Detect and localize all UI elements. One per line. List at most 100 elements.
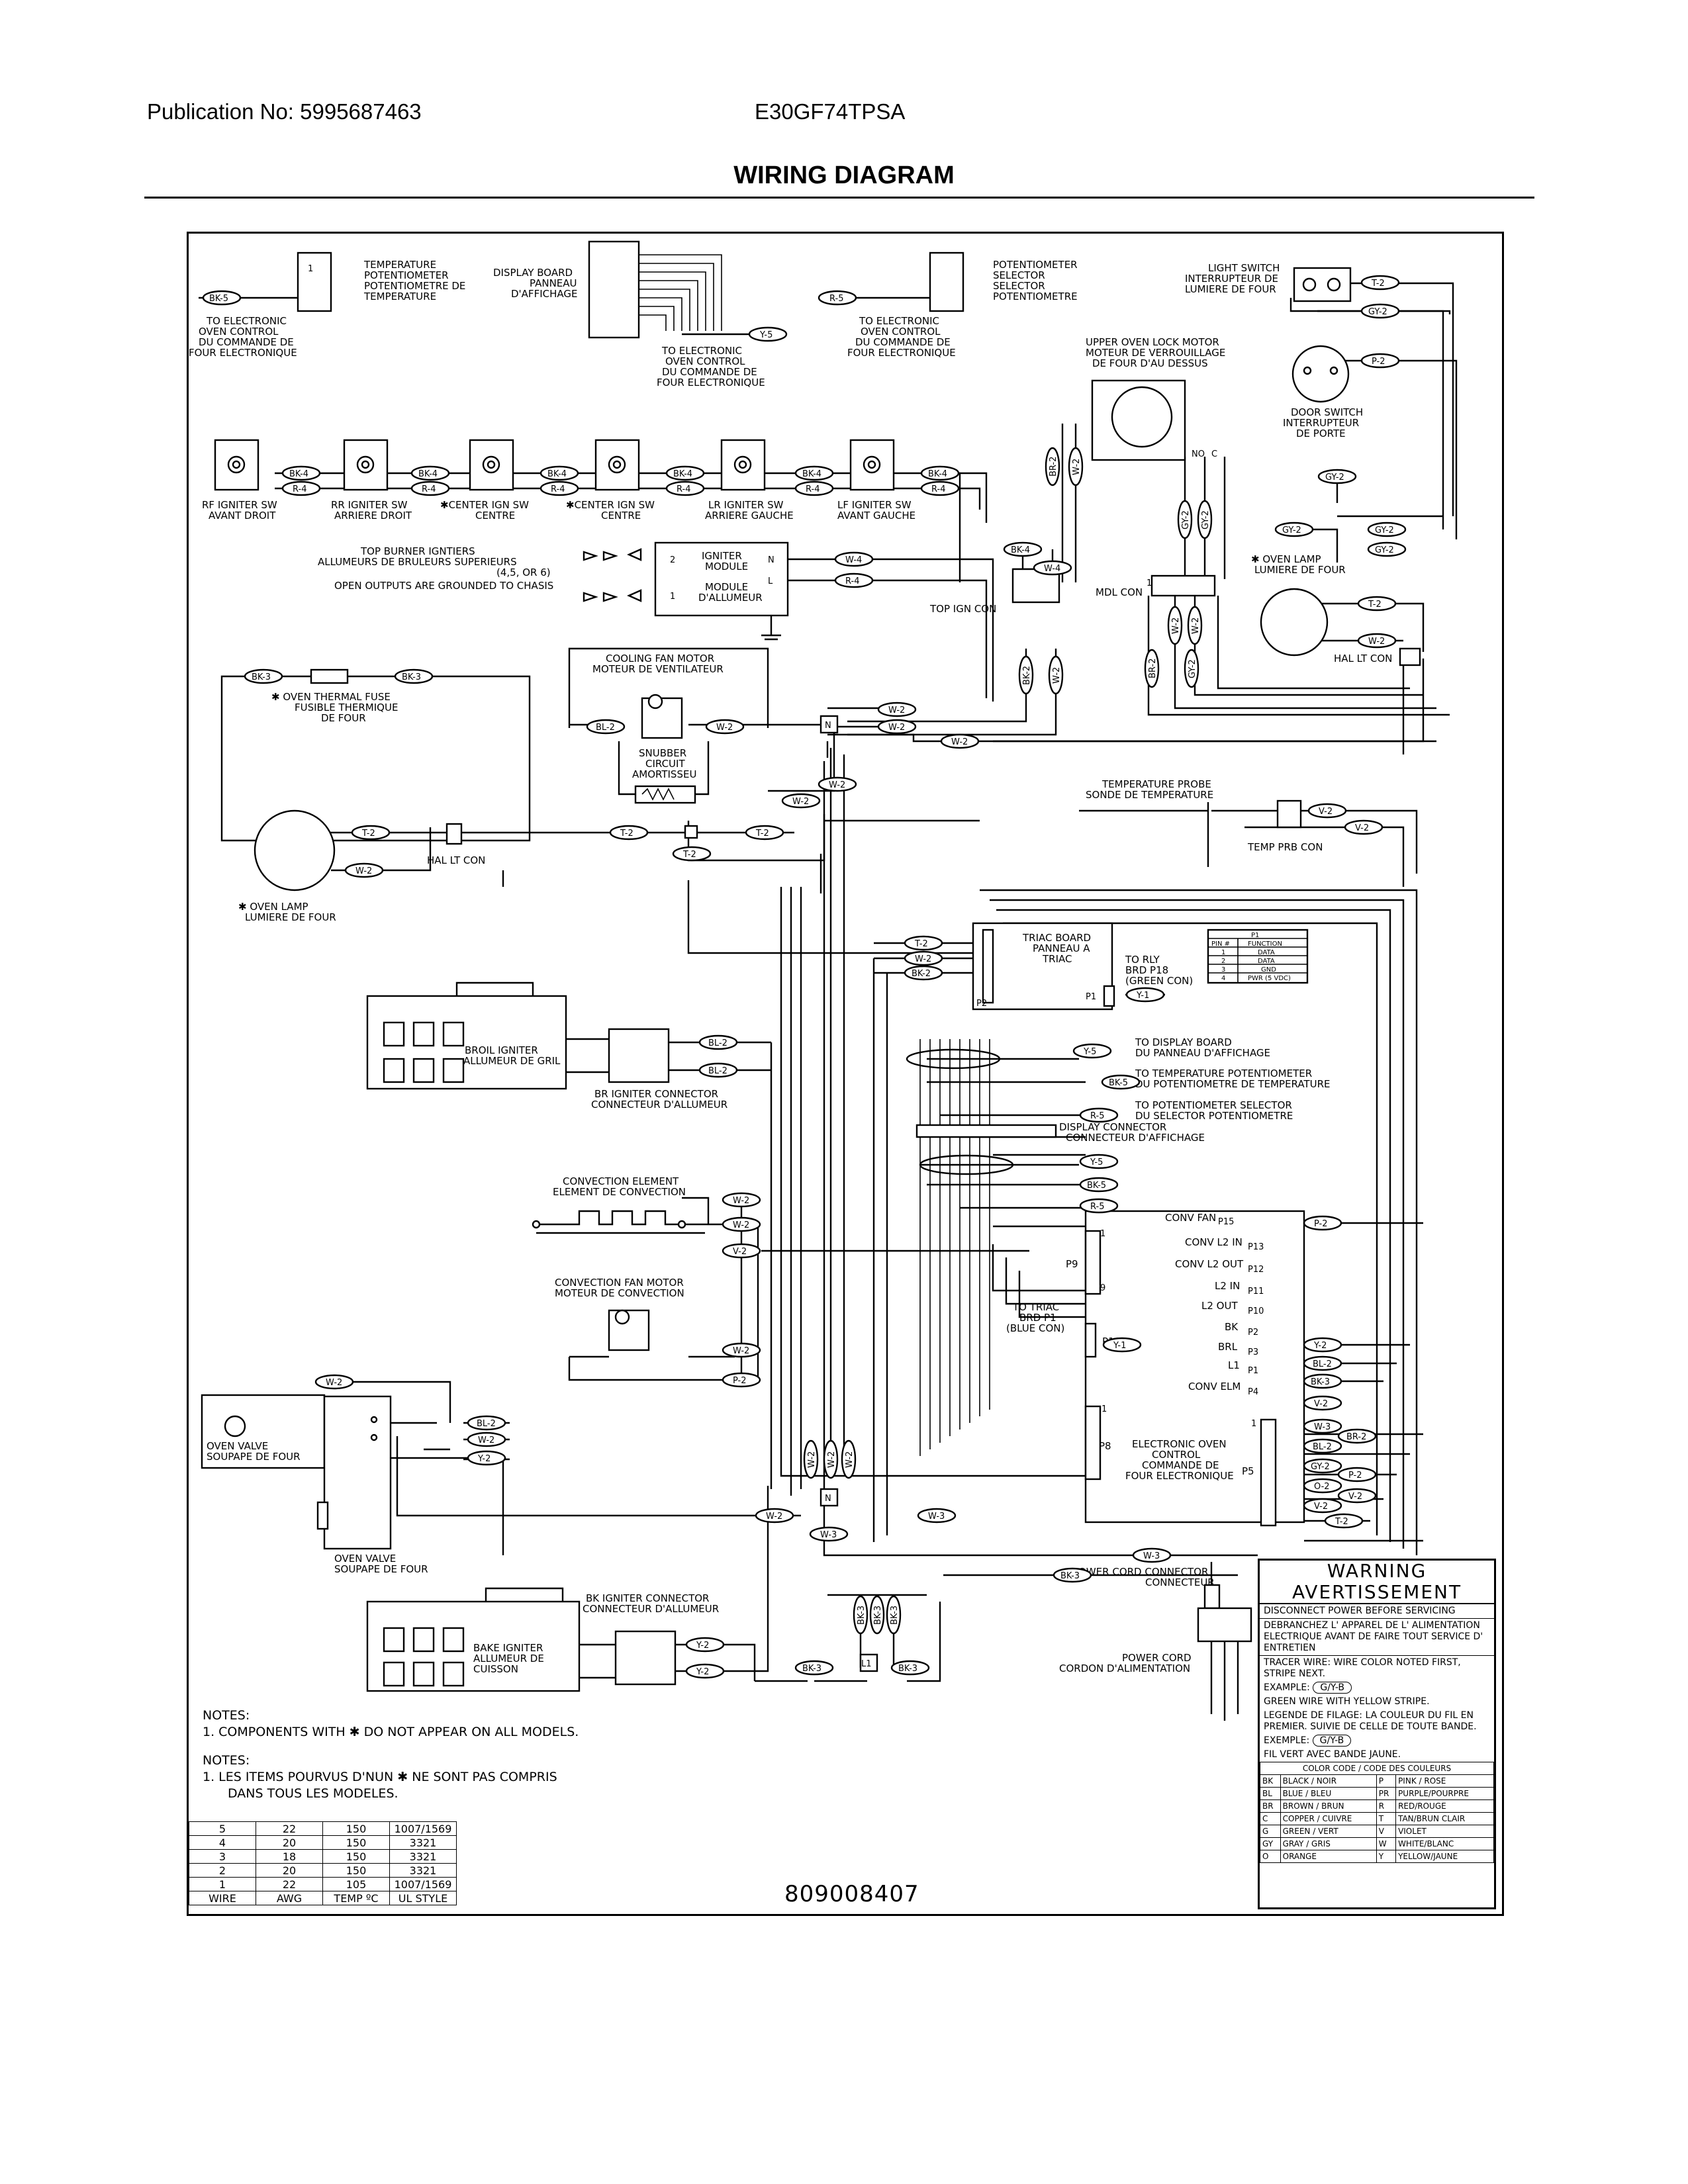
svg-text:ALLUMEUR DE GRIL: ALLUMEUR DE GRIL	[463, 1055, 561, 1067]
svg-text:W-3: W-3	[928, 1512, 945, 1522]
svg-text:TO DISPLAY BOARD: TO DISPLAY BOARD	[1135, 1036, 1232, 1048]
svg-text:R-4: R-4	[551, 484, 565, 494]
svg-text:BRL: BRL	[1218, 1341, 1238, 1353]
svg-text:DISPLAY BOARD: DISPLAY BOARD	[493, 267, 573, 279]
svg-text:N: N	[825, 721, 831, 731]
svg-text:CONTROL: CONTROL	[1152, 1449, 1201, 1461]
svg-text:LUMIERE DE FOUR: LUMIERE DE FOUR	[245, 911, 336, 923]
svg-text:W-2: W-2	[1052, 667, 1062, 684]
display-connector: TO DISPLAY BOARD DU PANNEAU D'AFFICHAGE …	[906, 1036, 1331, 1175]
wire-label: BK-3	[1053, 1567, 1092, 1583]
convection-fan: CONVECTION FAN MOTOR MOTEUR DE CONVECTIO…	[555, 1277, 684, 1351]
svg-text:3: 3	[1221, 966, 1225, 974]
svg-text:W-2: W-2	[951, 737, 968, 747]
svg-text:GY-2: GY-2	[1181, 510, 1191, 529]
wire-label: Y-2	[467, 1450, 506, 1466]
svg-text:P10: P10	[1248, 1306, 1264, 1316]
svg-text:BK-4: BK-4	[289, 469, 308, 479]
svg-text:1: 1	[1147, 578, 1152, 588]
title-rule	[144, 197, 1534, 199]
svg-text:ALLUMEUR DE: ALLUMEUR DE	[473, 1653, 544, 1664]
wire-label: P-2	[1337, 1467, 1377, 1482]
wire-label: R-4	[665, 480, 705, 496]
green-note: GREEN WIRE WITH YELLOW STRIPE.	[1264, 1696, 1430, 1707]
svg-text:ARRIERE DROIT: ARRIERE DROIT	[334, 510, 412, 522]
svg-text:BK-4: BK-4	[1011, 545, 1030, 555]
wire-label: W-2	[1048, 655, 1064, 695]
svg-text:BR IGNITER CONNECTOR: BR IGNITER CONNECTOR	[594, 1088, 718, 1100]
svg-text:BK-3: BK-3	[802, 1664, 821, 1674]
wire-label: W-4	[1033, 560, 1072, 576]
svg-text:BK-3: BK-3	[873, 1606, 883, 1625]
svg-text:BL-2: BL-2	[708, 1066, 727, 1076]
svg-text:HAL LT CON: HAL LT CON	[427, 854, 485, 866]
svg-text:GY-2: GY-2	[1368, 307, 1387, 317]
svg-text:1: 1	[308, 264, 313, 274]
svg-text:W-3: W-3	[1314, 1422, 1331, 1432]
wire-label: T-2	[1357, 596, 1397, 612]
wire-label: BK-3	[890, 1660, 930, 1676]
igniter-module: TOP BURNER IGNTIERS ALLUMEURS DE BRULEUR…	[318, 541, 789, 641]
svg-text:TO TRIAC: TO TRIAC	[1012, 1301, 1059, 1313]
svg-text:(BLUE CON): (BLUE CON)	[1006, 1322, 1064, 1334]
svg-text:DU COMMANDE DE: DU COMMANDE DE	[199, 336, 294, 348]
svg-text:W-2: W-2	[326, 1378, 342, 1388]
wire-label: GY-2	[1367, 522, 1407, 537]
svg-text:MOTEUR DE CONVECTION: MOTEUR DE CONVECTION	[555, 1287, 684, 1299]
svg-text:ALLUMEURS DE BRULEURS SUPERIEU: ALLUMEURS DE BRULEURS SUPERIEURS	[318, 556, 517, 568]
svg-text:P3: P3	[1248, 1347, 1258, 1357]
svg-text:Y-5: Y-5	[1083, 1047, 1096, 1057]
svg-text:LUMIERE DE FOUR: LUMIERE DE FOUR	[1254, 564, 1346, 576]
tracer-note: TRACER WIRE: WIRE COLOR NOTED FIRST, STR…	[1264, 1657, 1461, 1679]
svg-text:INTERRUPTEUR: INTERRUPTEUR	[1283, 417, 1359, 429]
svg-text:✱CENTER IGN SW: ✱CENTER IGN SW	[440, 499, 529, 511]
wire-label: BK-4	[794, 465, 834, 481]
wire-label: BL-2	[698, 1062, 738, 1078]
wire-label: Y-5	[748, 326, 788, 342]
wire-label: W-2	[781, 793, 821, 809]
svg-text:GY-2: GY-2	[1325, 473, 1344, 482]
wire-label: W-2	[467, 1432, 506, 1447]
svg-text:R-4: R-4	[806, 484, 820, 494]
svg-text:BRD P18: BRD P18	[1125, 964, 1168, 976]
diagram-frame	[187, 232, 1504, 1916]
svg-text:D'AFFICHAGE: D'AFFICHAGE	[511, 288, 577, 300]
svg-text:DOOR SWITCH: DOOR SWITCH	[1291, 406, 1363, 418]
svg-text:L: L	[768, 576, 773, 586]
svg-text:BK-5: BK-5	[1109, 1078, 1128, 1088]
svg-text:T-2: T-2	[1371, 279, 1385, 289]
electronic-oven-control: 1 9 P9 TO TRIAC BRD P1 (BLUE CON) P18 1 …	[1006, 1210, 1305, 1527]
thermal-fuse: ✱ OVEN THERMAL FUSE FUSIBLE THERMIQUE DE…	[271, 668, 398, 724]
svg-text:POTENTIOMETRE DE: POTENTIOMETRE DE	[364, 280, 465, 292]
wire-label: BK-4	[1003, 541, 1043, 557]
svg-text:IGNITER: IGNITER	[702, 550, 742, 562]
svg-text:FUSIBLE THERMIQUE: FUSIBLE THERMIQUE	[295, 702, 398, 713]
svg-text:V-2: V-2	[1355, 823, 1369, 833]
wire-label: BK-5	[202, 290, 242, 306]
svg-text:MOTEUR DE VENTILATEUR: MOTEUR DE VENTILATEUR	[592, 663, 724, 675]
wire-label: W-2	[1187, 606, 1203, 645]
svg-text:W-3: W-3	[820, 1530, 837, 1540]
wire-label: O-2	[1303, 1478, 1342, 1494]
notes-item-en: 1. COMPONENTS WITH ✱ DO NOT APPEAR ON AL…	[203, 1725, 579, 1739]
svg-text:W-2: W-2	[888, 705, 905, 715]
svg-text:T-2: T-2	[682, 850, 696, 860]
wire-label: V-2	[1344, 819, 1383, 835]
svg-text:V-2: V-2	[1314, 1502, 1328, 1512]
svg-text:P2: P2	[976, 999, 987, 1009]
wire-label: BL-2	[1303, 1355, 1342, 1371]
wire-label: BK-3	[244, 668, 283, 684]
svg-text:TO POTENTIOMETER SELECTOR: TO POTENTIOMETER SELECTOR	[1135, 1099, 1292, 1111]
svg-text:SELECTOR: SELECTOR	[993, 280, 1045, 292]
svg-text:W-2: W-2	[1072, 459, 1082, 475]
svg-text:L2 OUT: L2 OUT	[1201, 1300, 1238, 1312]
document-number: 809008407	[784, 1881, 919, 1907]
example-row: EXAMPLE: G/Y-B	[1260, 1681, 1494, 1695]
cooling-fan: COOLING FAN MOTOR MOTEUR DE VENTILATEUR …	[592, 653, 724, 804]
